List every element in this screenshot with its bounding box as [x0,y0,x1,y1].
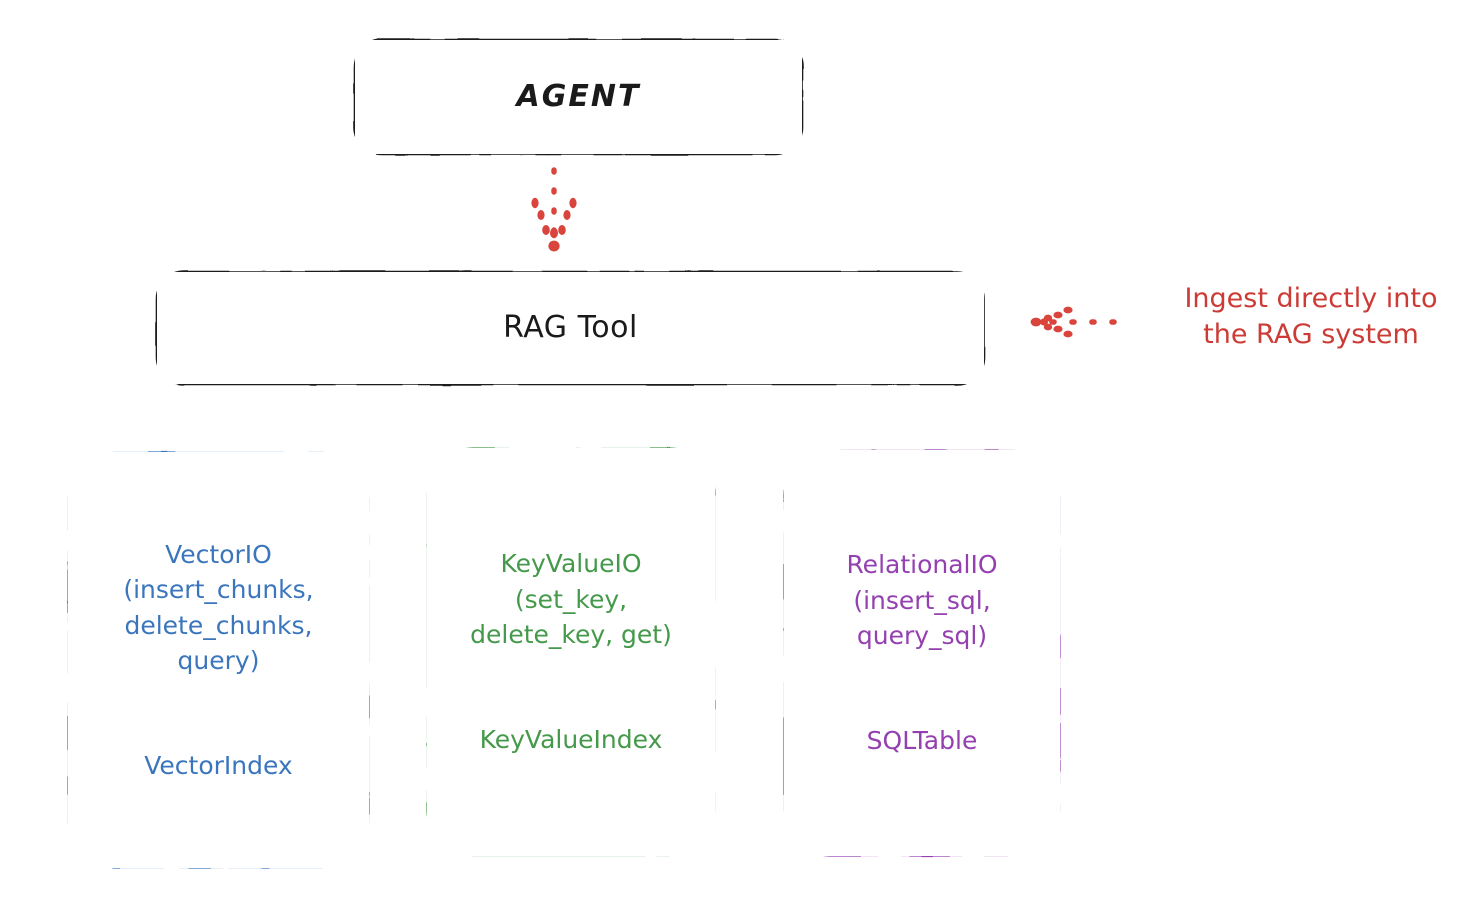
vector-io-signature: VectorIO (insert_chunks, delete_chunks, … [123,539,314,676]
agent-node[interactable]: AGENT [355,40,802,154]
rag-tool-node-label: RAG Tool [503,309,638,345]
ingest-arrow-connector [1030,306,1131,338]
key-value-index-label: KeyValueIndex [479,725,663,755]
key-value-io-signature: KeyValueIO (set_key, delete_key, get) [470,549,672,650]
relational-io-signature: RelationalIO (insert_sql, query_sql) [846,550,998,651]
vector-index-label: VectorIndex [144,751,293,780]
sql-table-label: SQLTable [866,726,978,756]
vector-io-node[interactable]: VectorIO (insert_chunks, delete_chunks, … [68,452,369,868]
key-value-io-node[interactable]: KeyValueIO (set_key, delete_key, get) Ke… [427,448,715,856]
key-value-io-node-label: KeyValueIO (set_key, delete_key, get) Ke… [464,511,678,794]
agent-node-label: AGENT [516,78,641,114]
ingest-annotation-text: Ingest directly into the RAG system [1184,283,1438,350]
rag-tool-node[interactable]: RAG Tool [157,272,984,384]
agent-to-rag-connector [531,167,577,252]
relational-io-node-label: RelationalIO (insert_sql, query_sql) SQL… [840,512,1003,795]
vector-io-node-label: VectorIO (insert_chunks, delete_chunks, … [117,501,319,819]
relational-io-node[interactable]: RelationalIO (insert_sql, query_sql) SQL… [784,450,1060,856]
